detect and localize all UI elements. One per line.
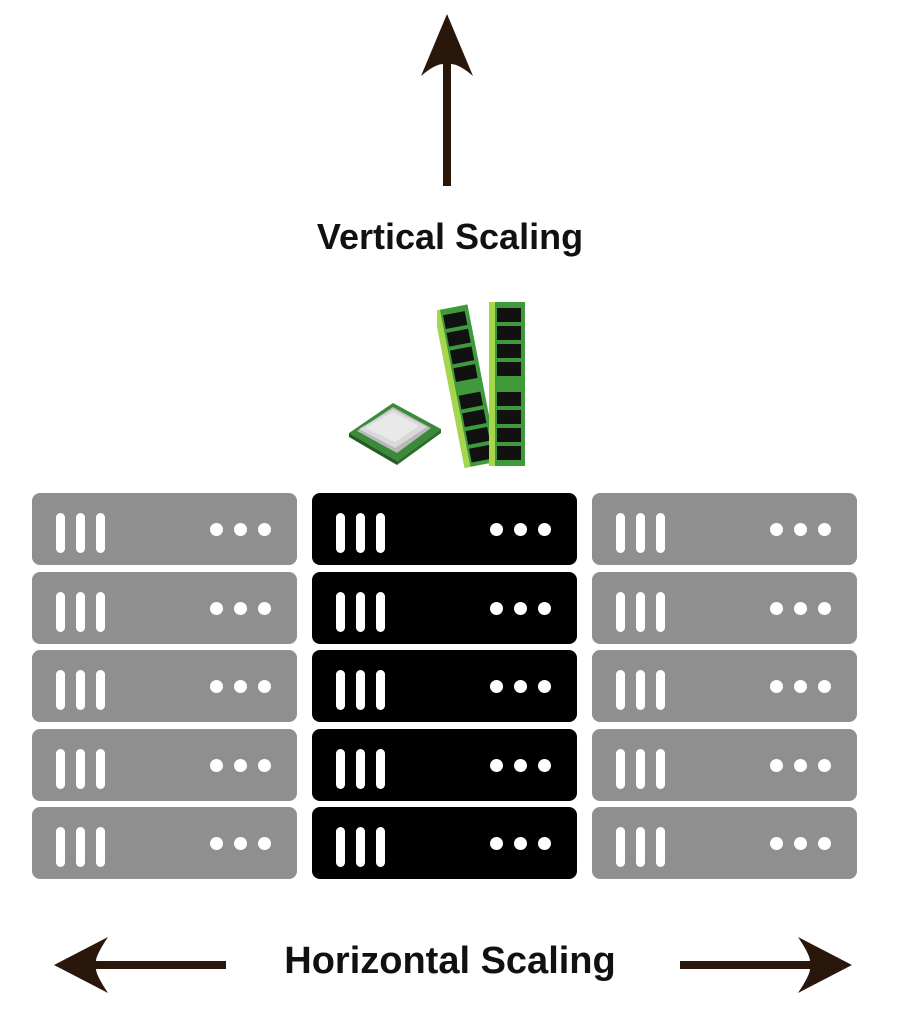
drive-bays-icon	[56, 591, 111, 632]
drive-bays-icon	[336, 513, 391, 553]
drive-bays-icon	[616, 748, 671, 789]
server-unit	[32, 650, 297, 722]
server-unit	[592, 807, 857, 879]
server-unit	[32, 571, 297, 644]
status-lights-icon	[490, 837, 552, 851]
drive-bays-icon	[336, 591, 391, 632]
drive-bays-icon	[616, 513, 671, 553]
status-lights-icon	[490, 680, 552, 694]
drive-bays-icon	[336, 670, 391, 710]
vertical-scaling-label: Vertical Scaling	[316, 216, 584, 257]
drive-bays-icon	[56, 670, 111, 710]
server-rack-left	[32, 493, 297, 886]
right-arrow-icon	[680, 937, 852, 993]
up-arrow-icon	[421, 14, 473, 186]
server-unit	[312, 493, 577, 565]
server-unit	[592, 571, 857, 644]
server-unit	[312, 807, 577, 879]
server-rack-right	[592, 493, 857, 886]
drive-bays-icon	[56, 748, 111, 789]
status-lights-icon	[210, 680, 272, 694]
server-unit	[592, 493, 857, 565]
status-lights-icon	[210, 523, 272, 537]
status-lights-icon	[210, 758, 272, 773]
status-lights-icon	[210, 601, 272, 616]
server-unit	[592, 650, 857, 722]
status-lights-icon	[490, 601, 552, 616]
drive-bays-icon	[336, 827, 391, 867]
server-unit	[312, 650, 577, 722]
status-lights-icon	[770, 758, 832, 773]
status-lights-icon	[490, 758, 552, 773]
drive-bays-icon	[336, 748, 391, 789]
status-lights-icon	[490, 523, 552, 537]
server-unit	[592, 728, 857, 801]
drive-bays-icon	[56, 827, 111, 867]
server-unit	[32, 807, 297, 879]
server-rack-middle	[312, 493, 577, 886]
left-arrow-icon	[54, 937, 226, 993]
server-unit	[32, 728, 297, 801]
status-lights-icon	[770, 837, 832, 851]
server-unit	[312, 728, 577, 801]
drive-bays-icon	[616, 827, 671, 867]
status-lights-icon	[770, 680, 832, 694]
status-lights-icon	[210, 837, 272, 851]
horizontal-scaling-label: Horizontal Scaling	[284, 940, 616, 982]
drive-bays-icon	[56, 513, 111, 553]
server-unit	[32, 493, 297, 565]
server-unit	[312, 571, 577, 644]
drive-bays-icon	[616, 670, 671, 710]
status-lights-icon	[770, 523, 832, 537]
cpu-chip-icon	[349, 403, 441, 465]
drive-bays-icon	[616, 591, 671, 632]
ram-module-icon	[437, 302, 525, 468]
status-lights-icon	[770, 601, 832, 616]
